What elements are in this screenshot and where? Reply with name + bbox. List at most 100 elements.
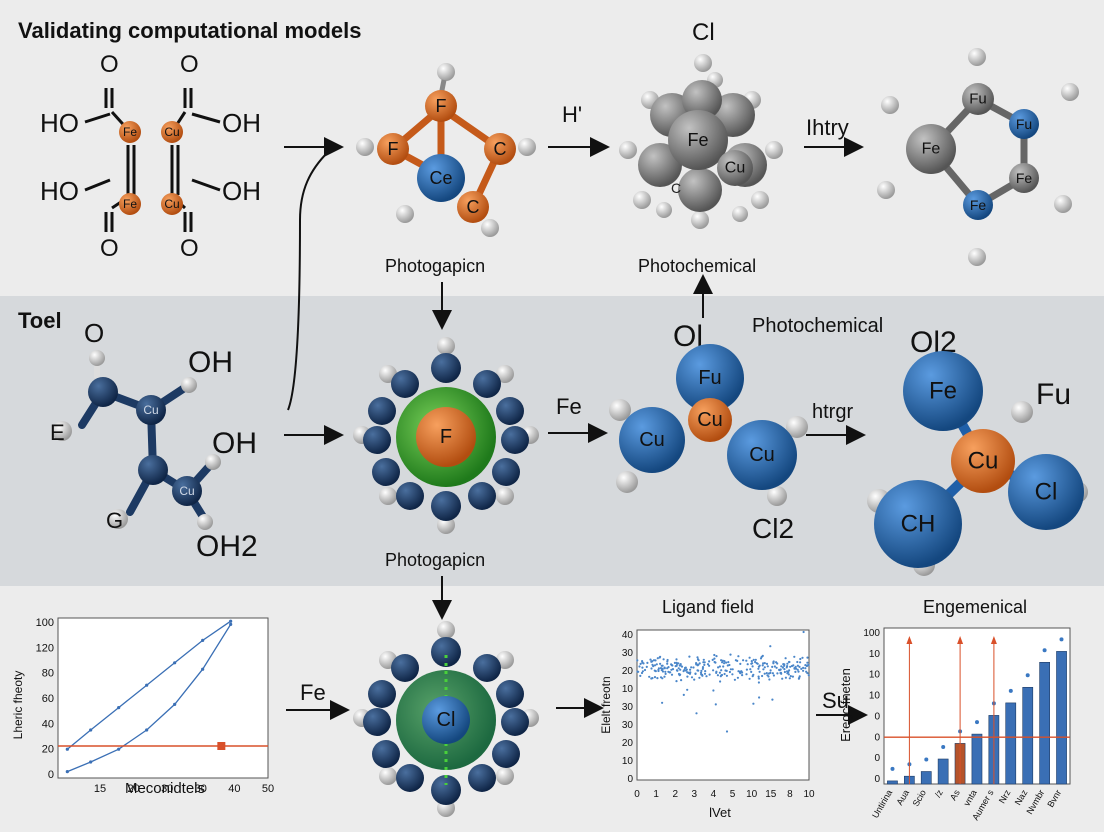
atom-cu bbox=[951, 429, 1015, 493]
group-label: O bbox=[100, 235, 119, 262]
scatter-point bbox=[728, 670, 732, 674]
scatter-point bbox=[686, 675, 689, 678]
x-tick-label: 8 bbox=[787, 789, 793, 800]
atom-label: Cu bbox=[164, 197, 179, 211]
scatter-point bbox=[682, 693, 685, 697]
scatter-point bbox=[663, 666, 666, 669]
scatter-point bbox=[660, 669, 663, 672]
tri-bottom-label: Cl2 bbox=[752, 513, 794, 544]
scatter-point bbox=[769, 669, 772, 672]
scatter-point bbox=[701, 667, 705, 671]
scatter-point bbox=[696, 663, 699, 666]
scatter-point bbox=[641, 660, 644, 663]
scatter-point bbox=[712, 689, 715, 692]
scatter-point bbox=[664, 672, 667, 676]
scatter-point bbox=[652, 665, 655, 668]
scatter-point bbox=[699, 671, 703, 674]
scatter-point bbox=[788, 677, 791, 680]
scatter-point bbox=[683, 668, 686, 672]
atom-c bbox=[457, 191, 489, 223]
scatter-point bbox=[765, 672, 768, 675]
scatter-point bbox=[752, 658, 755, 662]
scatter-point bbox=[649, 658, 652, 661]
group-label: G bbox=[106, 508, 123, 533]
scatter-point bbox=[748, 656, 751, 659]
scatter-point bbox=[801, 656, 804, 659]
scatter-point bbox=[793, 655, 796, 658]
scatter-point bbox=[731, 668, 734, 671]
caption: Photogapicn bbox=[385, 256, 485, 276]
scatter-point bbox=[771, 672, 775, 675]
scatter-point bbox=[720, 659, 723, 662]
scatter-point bbox=[712, 669, 715, 672]
data-point bbox=[201, 667, 205, 671]
annotation-arrowhead bbox=[906, 636, 913, 644]
scatter-point bbox=[705, 675, 708, 678]
scatter-point bbox=[767, 675, 770, 678]
x-tick-label: 20 bbox=[127, 783, 139, 795]
atom-fu bbox=[676, 344, 744, 412]
atom-label: Cu bbox=[749, 444, 775, 466]
scatter-point bbox=[758, 696, 761, 699]
atom-fe bbox=[903, 351, 983, 431]
bar bbox=[1005, 702, 1017, 785]
y-tick-label: 0 bbox=[874, 774, 880, 785]
atom-fe bbox=[906, 124, 956, 174]
scatter-point bbox=[750, 670, 753, 674]
scatter-point bbox=[636, 659, 639, 662]
scatter-point bbox=[703, 672, 707, 675]
x-tick-label: 5 bbox=[730, 789, 736, 800]
x-tick-label: 2 bbox=[672, 789, 678, 800]
bar bbox=[1039, 661, 1050, 785]
data-point bbox=[65, 747, 69, 751]
atom-fe bbox=[963, 190, 993, 220]
group-label: OH bbox=[188, 346, 233, 379]
x-tick-label: 15 bbox=[94, 783, 106, 795]
scatter-point bbox=[762, 668, 765, 671]
chart-x-label: Meconidtels bbox=[125, 780, 205, 797]
scatter-point bbox=[703, 663, 706, 667]
scatter-point bbox=[639, 662, 642, 666]
category-label: Untirina bbox=[870, 788, 894, 820]
scatter-point bbox=[653, 676, 657, 679]
x-tick-label: 4 bbox=[711, 789, 717, 800]
scatter-point bbox=[785, 666, 788, 669]
scatter-point bbox=[762, 662, 765, 665]
scatter-point bbox=[670, 663, 673, 666]
scatter-point bbox=[650, 667, 653, 670]
scatter-point bbox=[673, 661, 677, 665]
scatter-point bbox=[662, 658, 665, 661]
scatter-point bbox=[773, 665, 777, 668]
scatter-point bbox=[797, 677, 801, 680]
scatter-point bbox=[645, 665, 648, 669]
bar bbox=[971, 733, 983, 785]
scatter-point bbox=[686, 688, 689, 691]
scatter-point bbox=[677, 667, 680, 670]
scatter-point bbox=[695, 712, 698, 715]
scatter-point bbox=[720, 669, 723, 672]
scatter-point bbox=[798, 665, 801, 669]
scatter-point bbox=[736, 676, 740, 679]
x-tick-label: 30 bbox=[195, 783, 207, 795]
structure-navy-chain: Cu Cu O OH OH OH2 E G bbox=[50, 318, 258, 563]
atom-label: Cu bbox=[968, 448, 999, 475]
scatter-point bbox=[806, 664, 809, 667]
scatter-point bbox=[745, 668, 749, 671]
scatter-point bbox=[639, 674, 642, 678]
atom-label: Fe bbox=[929, 378, 957, 405]
scatter-point bbox=[796, 664, 800, 667]
atom-label: C bbox=[671, 180, 681, 196]
scatter-point bbox=[651, 677, 654, 680]
scatter-point bbox=[688, 672, 692, 675]
scatter-point bbox=[653, 664, 657, 667]
y-tick-label: 100 bbox=[863, 628, 880, 639]
category-label: Scio bbox=[911, 788, 928, 808]
scatter-point bbox=[666, 658, 669, 662]
atom-cu bbox=[161, 193, 183, 215]
scatter-point bbox=[700, 669, 703, 673]
structure-green-core-bottom: Cl bbox=[353, 621, 539, 817]
atom-label: Fu bbox=[969, 91, 987, 108]
scatter-point bbox=[669, 671, 672, 674]
